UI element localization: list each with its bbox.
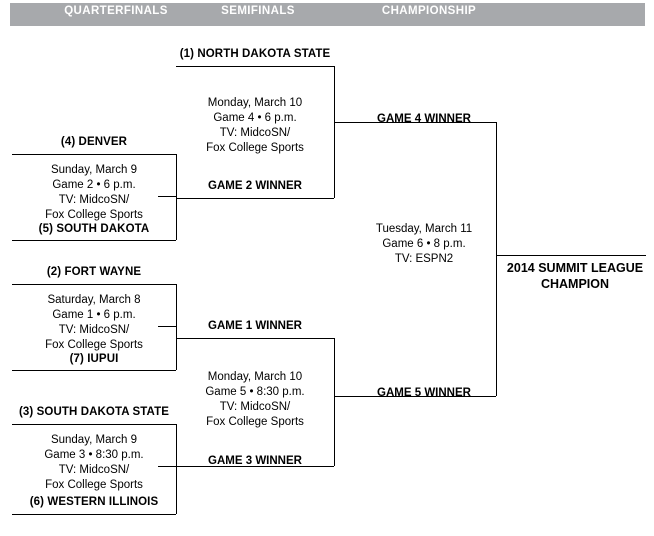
sf1-bottom-team: GAME 2 WINNER <box>208 180 302 192</box>
sf1-right-spine <box>334 66 335 198</box>
qf2-right-spine <box>176 284 177 370</box>
sf2-top-team: GAME 1 WINNER <box>208 320 302 332</box>
sf2-bottom-team: GAME 3 WINNER <box>208 455 302 467</box>
final-bottom-team: GAME 5 WINNER <box>377 387 471 399</box>
round-header-band <box>10 3 645 26</box>
champion-rail <box>496 255 646 256</box>
sf1-time: Game 4 • 6 p.m. <box>213 112 297 124</box>
final-game-info: Tuesday, March 11 Game 6 • 8 p.m. TV: ES… <box>352 222 496 267</box>
round-label-quarterfinals: QUARTERFINALS <box>64 5 168 17</box>
qf3-bottom-rail <box>12 514 176 515</box>
qf1-tv-line1: TV: MidcoSN/ <box>58 194 130 206</box>
qf1-date: Sunday, March 9 <box>50 164 138 176</box>
sf1-date: Monday, March 10 <box>207 97 303 109</box>
round-label-championship: CHAMPIONSHIP <box>381 5 477 17</box>
qf1-game-info: Sunday, March 9 Game 2 • 6 p.m. TV: Midc… <box>12 163 176 223</box>
qf1-connector <box>158 196 176 197</box>
final-right-spine <box>496 122 497 396</box>
final-time: Game 6 • 8 p.m. <box>382 238 466 250</box>
sf2-connector <box>334 396 352 397</box>
champion-line-2: CHAMPION <box>540 277 610 291</box>
final-top-rail <box>352 122 496 123</box>
champion-title: 2014 SUMMIT LEAGUE CHAMPION <box>500 260 650 292</box>
qf2-top-rail <box>12 284 176 285</box>
qf1-right-spine <box>176 154 177 240</box>
qf1-top-team: (4) DENVER <box>60 136 128 148</box>
qf3-tv-line2: Fox College Sports <box>45 479 143 491</box>
sf1-bottom-rail <box>176 198 334 199</box>
qf2-tv-line2: Fox College Sports <box>45 339 143 351</box>
sf2-time: Game 5 • 8:30 p.m. <box>205 386 305 398</box>
qf2-bottom-rail <box>12 370 176 371</box>
sf2-top-rail <box>176 338 334 339</box>
qf3-time: Game 3 • 8:30 p.m. <box>44 449 144 461</box>
sf1-tv-line2: Fox College Sports <box>206 142 304 154</box>
qf2-bottom-team: (7) IUPUI <box>69 353 119 365</box>
sf1-connector <box>334 122 352 123</box>
qf3-top-rail <box>12 424 176 425</box>
sf1-game-info: Monday, March 10 Game 4 • 6 p.m. TV: Mid… <box>176 96 334 156</box>
qf1-bottom-rail <box>12 240 176 241</box>
qf3-right-spine <box>176 424 177 514</box>
qf3-tv-line1: TV: MidcoSN/ <box>58 464 130 476</box>
sf2-bottom-rail <box>176 466 334 467</box>
final-top-team: GAME 4 WINNER <box>377 113 471 125</box>
qf3-date: Sunday, March 9 <box>50 434 138 446</box>
final-date: Tuesday, March 11 <box>375 223 473 235</box>
qf2-date: Saturday, March 8 <box>47 294 141 306</box>
qf2-game-info: Saturday, March 8 Game 1 • 6 p.m. TV: Mi… <box>12 293 176 353</box>
sf2-tv-line2: Fox College Sports <box>206 416 304 428</box>
sf2-tv-line1: TV: MidcoSN/ <box>219 401 291 413</box>
sf2-right-spine <box>334 338 335 466</box>
champion-line-1: 2014 SUMMIT LEAGUE <box>506 261 644 275</box>
final-bottom-rail <box>352 396 496 397</box>
sf2-date: Monday, March 10 <box>207 371 303 383</box>
qf1-bottom-team: (5) SOUTH DAKOTA <box>38 223 150 235</box>
qf2-connector <box>158 326 176 327</box>
sf1-tv-line1: TV: MidcoSN/ <box>219 127 291 139</box>
qf2-top-team: (2) FORT WAYNE <box>46 266 142 278</box>
qf2-time: Game 1 • 6 p.m. <box>52 309 136 321</box>
qf1-tv-line2: Fox College Sports <box>45 209 143 221</box>
qf2-tv-line1: TV: MidcoSN/ <box>58 324 130 336</box>
qf1-top-rail <box>12 154 176 155</box>
qf3-bottom-team: (6) WESTERN ILLINOIS <box>29 496 159 508</box>
final-tv-line1: TV: ESPN2 <box>394 253 454 265</box>
qf3-top-team: (3) SOUTH DAKOTA STATE <box>19 406 169 418</box>
sf1-top-rail <box>176 66 334 67</box>
sf1-top-team: (1) NORTH DAKOTA STATE <box>179 48 331 60</box>
round-label-semifinals: SEMIFINALS <box>221 5 295 17</box>
qf3-connector <box>158 466 176 467</box>
qf1-time: Game 2 • 6 p.m. <box>52 179 136 191</box>
sf2-game-info: Monday, March 10 Game 5 • 8:30 p.m. TV: … <box>176 370 334 430</box>
qf3-game-info: Sunday, March 9 Game 3 • 8:30 p.m. TV: M… <box>12 433 176 493</box>
